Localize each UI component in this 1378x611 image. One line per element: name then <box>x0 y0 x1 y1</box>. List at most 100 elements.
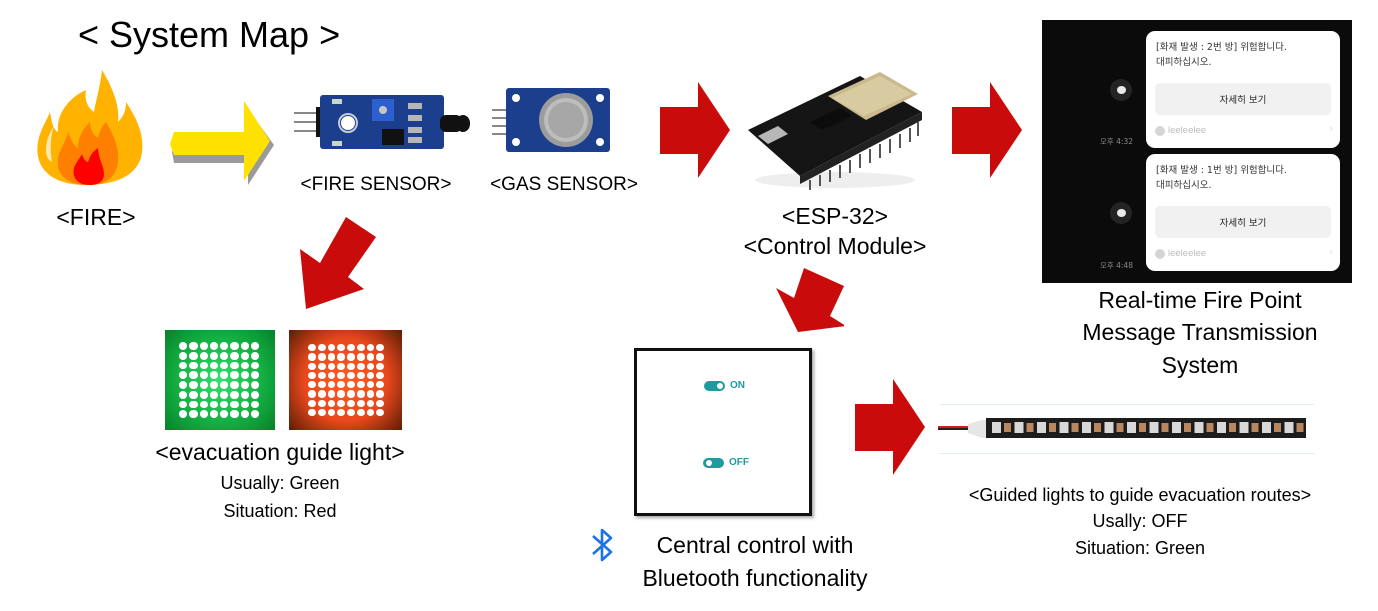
strip-led <box>1127 422 1136 433</box>
central-control-label-2: Bluetooth functionality <box>642 565 868 591</box>
strip-resistor <box>1161 423 1169 432</box>
led-dot <box>327 371 336 379</box>
led-dot <box>220 410 229 418</box>
led-dot <box>220 361 229 370</box>
led-dot <box>220 381 229 389</box>
bluetooth-icon <box>592 528 613 562</box>
guide-light-usual: Usually: Green <box>220 473 340 493</box>
led-dot <box>220 342 229 350</box>
led-dot <box>220 371 229 379</box>
led-dot <box>327 344 336 352</box>
toggle-switch-on[interactable] <box>704 380 725 391</box>
strip-resistor <box>1274 423 1281 432</box>
led-dot <box>199 342 208 350</box>
led-dot <box>308 371 316 379</box>
route-lights-situation: Situation: Green <box>1074 538 1206 558</box>
led-dot <box>240 371 249 379</box>
led-dot <box>356 390 365 398</box>
led-dot <box>220 351 229 360</box>
arrow-right-icon <box>855 379 925 475</box>
led-dot <box>317 381 326 389</box>
control-module-label: <Control Module> <box>743 233 927 259</box>
led-dot <box>230 342 239 350</box>
led-dot <box>250 381 259 389</box>
strip-resistor <box>1094 423 1101 432</box>
led-dot <box>209 371 218 379</box>
led-dot <box>230 351 239 360</box>
view-details-button[interactable]: 자세히 보기 <box>1155 83 1331 115</box>
message-time: 오후 4:48 <box>1100 261 1134 270</box>
led-dot <box>347 399 355 407</box>
message-screenshot: 오후 4:32 [화재 발생 : 2번 방] 위험합니다. 대피하십시오. 자세… <box>1042 20 1352 283</box>
led-dot <box>250 410 259 418</box>
led-dot <box>189 410 198 418</box>
led-dot <box>199 390 208 399</box>
led-dot <box>250 342 259 350</box>
strip-led <box>1104 422 1114 433</box>
led-dot <box>337 408 345 416</box>
led-dot <box>337 371 345 379</box>
message-time: 오후 4:32 <box>1100 137 1134 146</box>
led-dot <box>209 381 218 389</box>
fire-sensor-label: <FIRE SENSOR> <box>300 174 452 195</box>
led-dot <box>327 390 336 398</box>
gas-sensor-image <box>492 88 610 152</box>
esp32-label: <ESP-32> <box>781 203 889 229</box>
led-dot <box>308 399 316 407</box>
chevron-right-icon[interactable]: › <box>1329 246 1333 258</box>
sender-avatar <box>1155 248 1165 259</box>
led-dot <box>189 351 198 360</box>
led-dot <box>230 361 239 370</box>
led-dot <box>366 399 375 407</box>
led-dot <box>356 399 365 407</box>
strip-resistor <box>1229 423 1236 432</box>
toggle-switch-off[interactable] <box>703 457 724 468</box>
fire-label: <FIRE> <box>56 204 136 230</box>
arrow-right-icon <box>170 101 274 185</box>
led-dot <box>179 361 188 370</box>
led-dot <box>308 353 316 361</box>
led-dot <box>376 353 384 361</box>
gas-sensor-label: <GAS SENSOR> <box>490 174 638 195</box>
led-dot <box>179 410 188 418</box>
strip-resistor <box>1251 423 1259 432</box>
led-dot <box>317 399 326 407</box>
message-card: [화재 발생 : 1번 방] 위험합니다. 대피하십시오. 자세히 보기 lee… <box>1146 154 1340 271</box>
led-dot <box>317 353 326 361</box>
strip-led <box>1217 422 1226 433</box>
led-dot <box>366 362 375 370</box>
led-dot <box>199 400 208 409</box>
led-dot <box>308 381 316 389</box>
central-control-label-1: Central control with <box>656 532 854 558</box>
led-dot <box>250 371 259 379</box>
strip-led <box>1059 422 1069 433</box>
led-strip-image <box>938 418 1306 438</box>
strip-led <box>992 422 1001 433</box>
led-dot <box>250 351 259 360</box>
led-dot <box>376 408 384 416</box>
toggle-on-row[interactable]: ON <box>704 380 745 391</box>
led-dot <box>240 381 249 389</box>
led-dot <box>317 371 326 379</box>
led-dot <box>230 400 239 409</box>
toggle-off-row[interactable]: OFF <box>703 457 749 468</box>
led-dot <box>230 371 239 379</box>
esp32-board-image <box>748 72 922 190</box>
led-dot <box>356 362 365 370</box>
led-dot <box>327 399 336 407</box>
strip-led <box>1149 422 1159 433</box>
sender-avatar <box>1155 125 1165 136</box>
led-dot <box>347 381 355 389</box>
led-dot <box>189 400 198 409</box>
message-text: [화재 발생 : 2번 방] 위험합니다. 대피하십시오. <box>1156 42 1287 68</box>
led-dot <box>240 390 249 399</box>
led-dot <box>240 400 249 409</box>
view-details-button[interactable]: 자세히 보기 <box>1155 206 1331 238</box>
led-dot <box>347 408 355 416</box>
guide-light-red <box>289 330 402 430</box>
led-dot <box>376 390 384 398</box>
strip-led <box>1284 422 1294 433</box>
guide-light-label: <evacuation guide light> <box>155 439 405 465</box>
chevron-right-icon[interactable]: › <box>1329 123 1333 135</box>
led-dot <box>376 381 384 389</box>
